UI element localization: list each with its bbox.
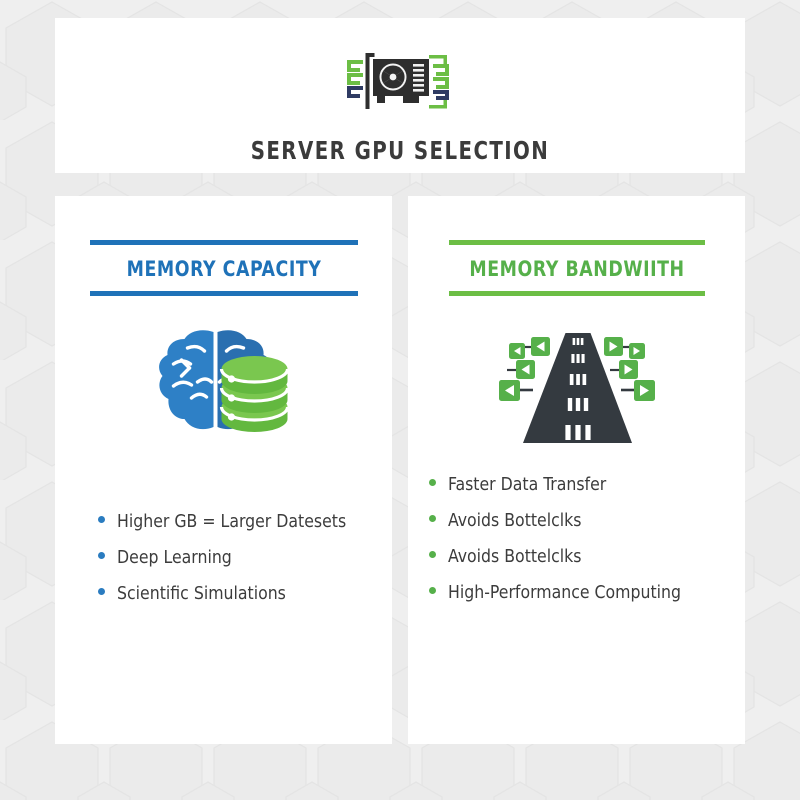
page-title: SERVER GPU SELECTION (250, 136, 550, 165)
list-item-label: Scientific Simulations (117, 584, 286, 604)
bullet-dot-icon (429, 587, 436, 594)
memory-capacity-bullet-list: Higher GB = Larger Datesets Deep Learnin… (98, 512, 346, 604)
list-item: Faster Data Transfer (429, 475, 681, 495)
bullet-dot-icon (98, 516, 105, 523)
highway-road-icon (487, 322, 667, 452)
bullet-dot-icon (429, 479, 436, 486)
list-item: Avoids Bottelclks (429, 547, 681, 567)
list-item: Higher GB = Larger Datesets (98, 512, 346, 532)
bullet-dot-icon (98, 588, 105, 595)
bullet-dot-icon (429, 551, 436, 558)
column-memory-capacity: MEMORY CAPACITY (55, 196, 392, 744)
heading-rule-top (448, 240, 705, 245)
memory-bandwidth-heading-block: MEMORY BANDWIITH (448, 240, 705, 296)
list-item: Avoids Bottelclks (429, 511, 681, 531)
brain-database-icon (151, 324, 296, 449)
list-item-label: Avoids Bottelclks (448, 547, 582, 567)
heading-rule-top (89, 240, 358, 245)
heading-rule-bottom (448, 291, 705, 296)
gpu-card-icon (337, 50, 463, 114)
list-item: Deep Learning (98, 548, 346, 568)
memory-bandwidth-heading: MEMORY BANDWIITH (468, 257, 685, 281)
bullet-dot-icon (98, 552, 105, 559)
list-item-label: Higher GB = Larger Datesets (117, 512, 347, 532)
heading-rule-bottom (89, 291, 358, 296)
list-item-label: High-Performance Computing (448, 583, 682, 603)
bullet-dot-icon (429, 515, 436, 522)
list-item: Scientific Simulations (98, 584, 346, 604)
list-item: High-Performance Computing (429, 583, 681, 603)
list-item-label: Avoids Bottelclks (448, 511, 582, 531)
memory-capacity-heading: MEMORY CAPACITY (126, 257, 321, 281)
header-card: SERVER GPU SELECTION (55, 18, 745, 173)
column-memory-bandwidth: MEMORY BANDWIITH (408, 196, 745, 744)
memory-bandwidth-bullet-list: Faster Data Transfer Avoids Bottelclks A… (429, 475, 681, 603)
list-item-label: Faster Data Transfer (448, 475, 607, 495)
list-item-label: Deep Learning (117, 548, 232, 568)
memory-capacity-heading-block: MEMORY CAPACITY (89, 240, 358, 296)
